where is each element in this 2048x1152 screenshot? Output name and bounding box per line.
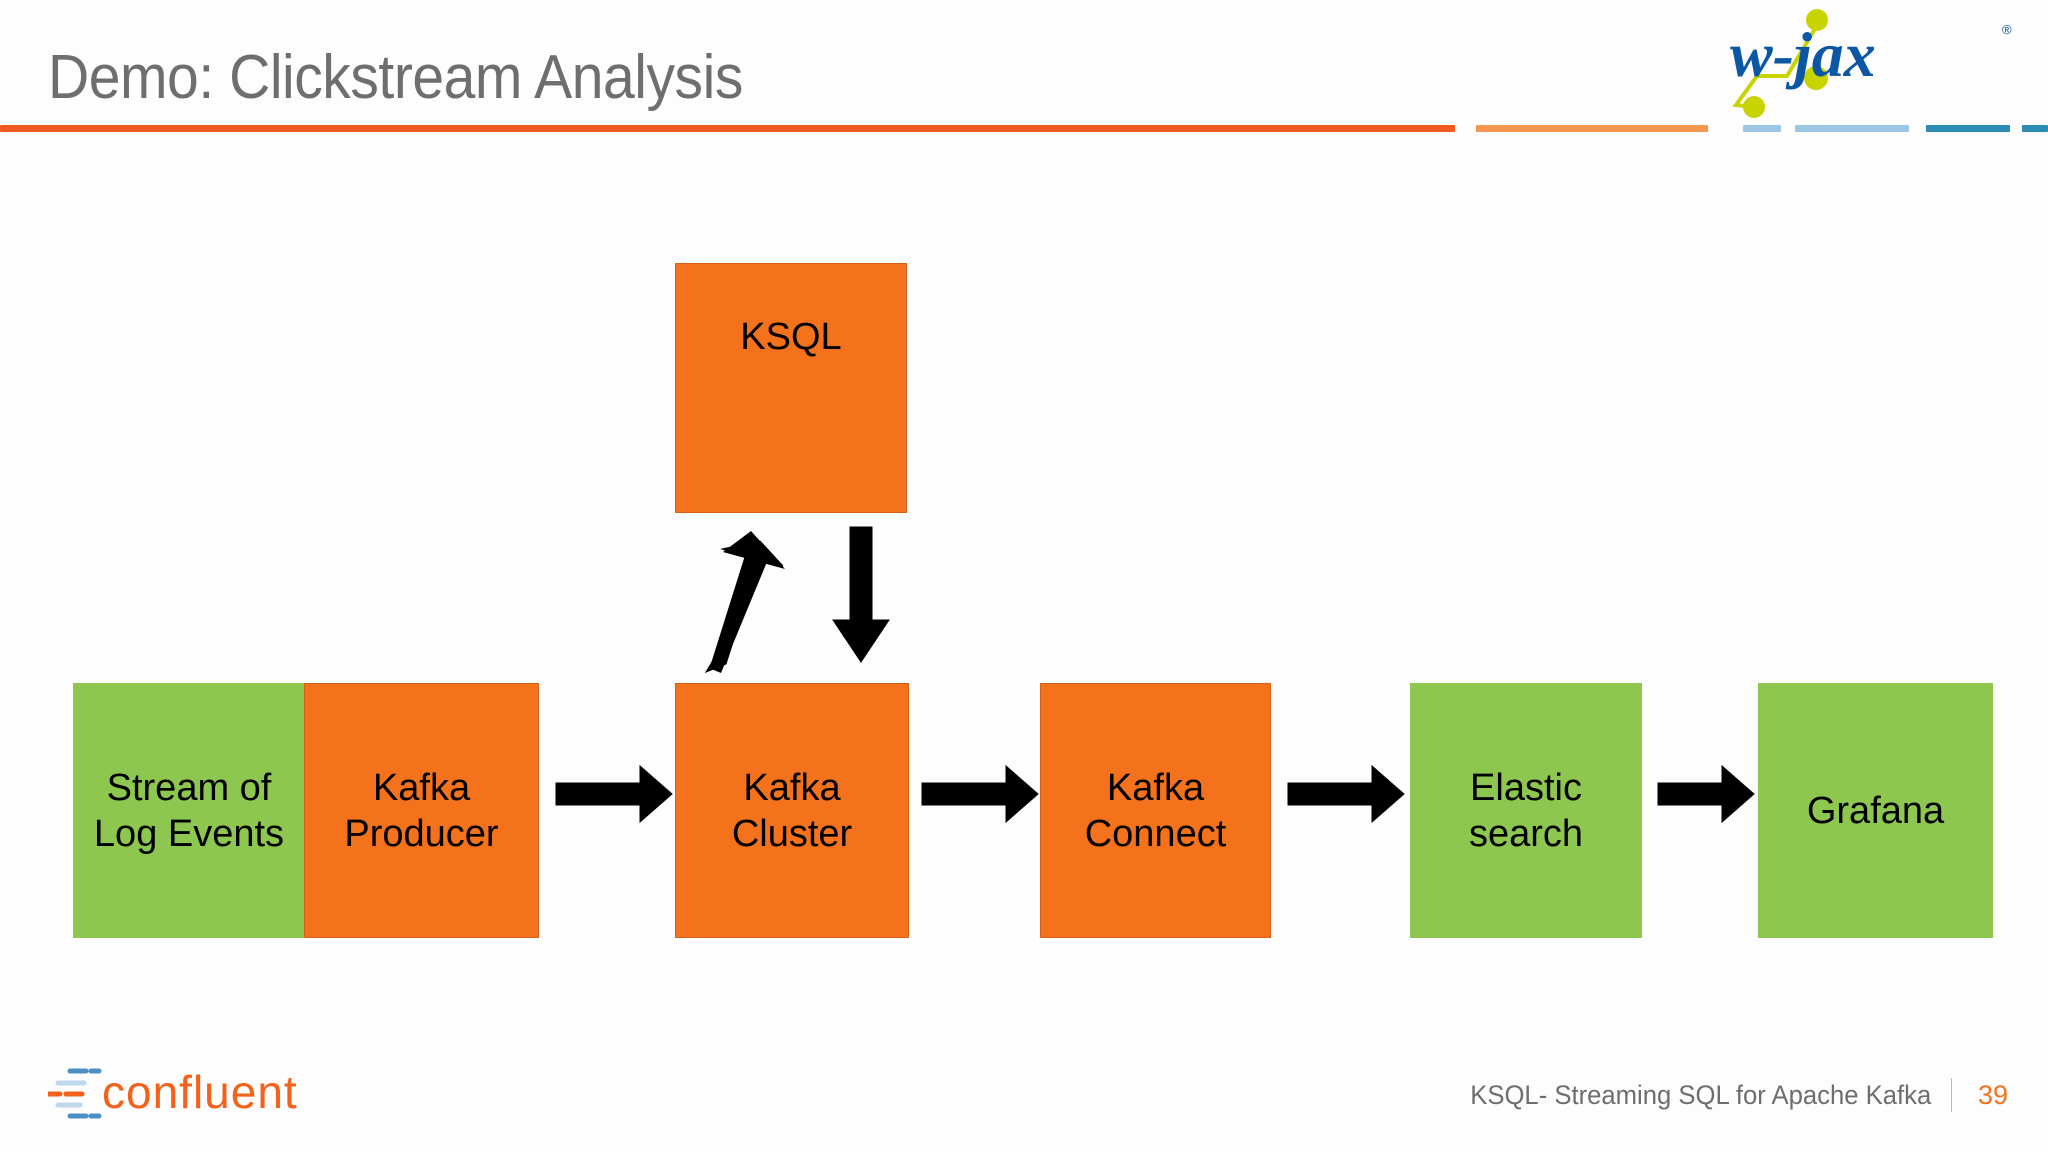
header-divider — [0, 125, 2048, 134]
arrow-producer-to-cluster — [555, 764, 673, 824]
footer-page-number: 39 — [1977, 1079, 2008, 1110]
arrow-cluster-to-connect — [921, 764, 1039, 824]
diagram-node-label: Kafka Connect — [1084, 766, 1227, 855]
diagram-node-grafana[interactable]: Grafana — [1758, 683, 1993, 938]
arrow-cluster-to-ksql — [704, 531, 785, 674]
confluent-wordmark: confluent — [102, 1066, 298, 1118]
diagram-node-label: Kafka Producer — [344, 766, 499, 855]
header-rule-teal-short — [2022, 125, 2048, 132]
header-rule-teal-long — [1926, 125, 2010, 132]
diagram-node-label: Elastic search — [1468, 766, 1584, 855]
wjax-node-dot — [1743, 96, 1765, 118]
diagram-node-kafka-cluster[interactable]: Kafka Cluster — [675, 683, 909, 938]
header-rule-pale-blue-long — [1795, 125, 1909, 132]
page-title: Demo: Clickstream Analysis — [48, 43, 743, 112]
footer-deck-title: KSQL- Streaming SQL for Apache Kafka — [1470, 1079, 1931, 1110]
arrow-elastic-to-grafana — [1657, 764, 1755, 824]
footer-separator — [1951, 1078, 1952, 1112]
diagram-node-label: Stream of Log Events — [93, 766, 285, 855]
wjax-logo: w-jax ® — [1724, 4, 2024, 119]
confluent-logo: confluent — [45, 1062, 318, 1124]
diagram-node-stream-of-log-events[interactable]: Stream of Log Events — [73, 683, 305, 938]
confluent-dash-marks — [45, 1068, 102, 1119]
wjax-connector-line — [1732, 25, 1818, 109]
header-rule-light-orange — [1476, 125, 1708, 132]
footer-meta: KSQL- Streaming SQL for Apache Kafka 39 — [1446, 1078, 2008, 1112]
diagram-node-label: KSQL — [740, 316, 842, 358]
arrow-ksql-to-cluster — [832, 526, 890, 663]
header-rule-pale-blue-short — [1743, 125, 1781, 132]
diagram-node-kafka-producer[interactable]: Kafka Producer — [304, 683, 539, 938]
diagram-node-elasticsearch[interactable]: Elastic search — [1410, 683, 1642, 938]
diagram-node-ksql[interactable]: KSQL — [675, 263, 907, 513]
arrow-connect-to-elastic — [1287, 764, 1405, 824]
header-rule-primary-orange — [0, 125, 1455, 132]
wjax-node-dot — [1804, 66, 1828, 90]
wjax-wordmark: w-jax — [1730, 19, 1876, 90]
diagram-node-label: Kafka Cluster — [731, 766, 853, 855]
diagram-node-label: Grafana — [1806, 789, 1945, 832]
diagram-node-kafka-connect[interactable]: Kafka Connect — [1040, 683, 1271, 938]
wjax-node-dot — [1806, 9, 1828, 31]
wjax-trademark-icon: ® — [2002, 22, 2012, 37]
